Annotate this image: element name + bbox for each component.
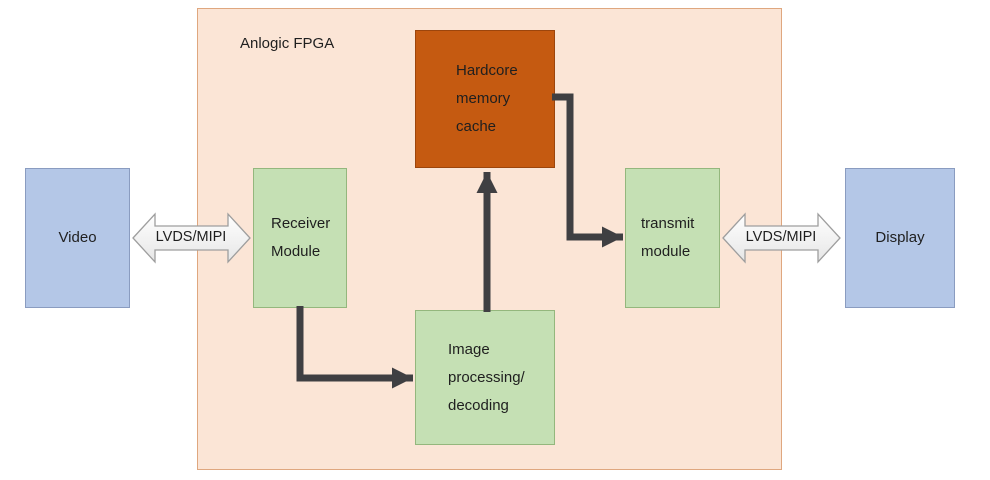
node-transmit-module-label: transmit module — [641, 215, 695, 260]
node-video: Video — [25, 168, 130, 308]
fpga-label: Anlogic FPGA — [240, 35, 335, 52]
node-hardcore-memory-cache-label: Hardcore memory cache — [456, 62, 518, 135]
node-video-label: Video — [58, 229, 97, 246]
node-image-processing-label: Image processing/ decoding — [448, 340, 525, 414]
node-transmit-module: transmit module — [625, 168, 720, 308]
left-bus-label: LVDS/MIPI — [155, 229, 227, 245]
node-hardcore-memory-cache: Hardcore memory cache — [415, 30, 555, 168]
right-bus-label: LVDS/MIPI — [745, 229, 817, 245]
node-receiver-module-label: Receiver Module — [271, 215, 331, 260]
node-display: Display — [845, 168, 955, 308]
node-image-processing: Image processing/ decoding — [415, 310, 555, 445]
node-display-label: Display — [875, 229, 925, 246]
node-receiver-module: Receiver Module — [253, 168, 347, 308]
